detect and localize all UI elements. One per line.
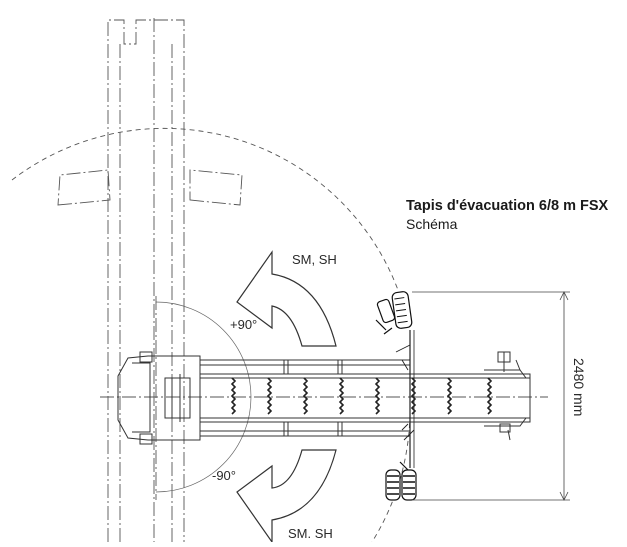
swing-arc-lower: [371, 404, 411, 542]
belt-cleats: [230, 377, 493, 415]
conveyor-frame: [117, 351, 531, 445]
swung-conveyor-outline: [57, 18, 243, 542]
page-title: Tapis d'évacuation 6/8 m FSX: [406, 198, 609, 214]
rotation-label-top: SM, SH: [292, 252, 337, 267]
swing-arc-outer: [11, 127, 399, 291]
rotation-label-bottom: SM. SH: [288, 526, 333, 541]
lower-wheel: [385, 461, 417, 501]
page-subtitle: Schéma: [406, 216, 458, 232]
wheel-axle: [395, 330, 415, 468]
angle-label-positive: +90°: [230, 317, 257, 332]
width-dimension-label: 2480 mm: [571, 358, 587, 416]
upper-wheel: [375, 291, 413, 335]
angle-label-negative: -90°: [212, 468, 236, 483]
width-dimension-lines: [412, 291, 570, 501]
arc-negative-90: [155, 396, 252, 493]
rotation-arrow-down: [236, 449, 337, 542]
rotation-arrow-up: [236, 250, 337, 347]
title-block: Tapis d'évacuation 6/8 m FSX Schéma: [406, 197, 608, 233]
